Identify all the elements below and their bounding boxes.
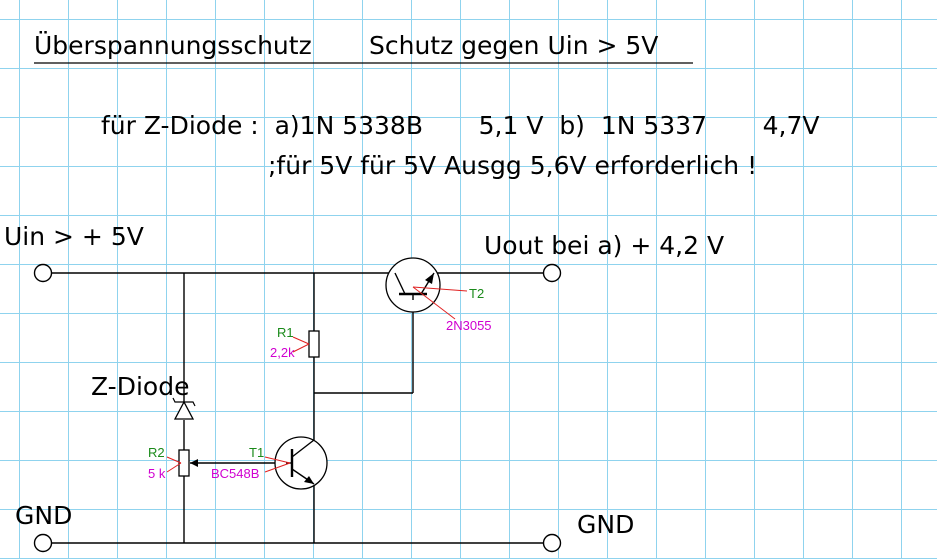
gnd-right-label: GND [577,510,634,539]
uin-label: Uin > + 5V [4,222,144,251]
uout-label: Uout bei a) + 4,2 V [484,231,724,260]
t2-type-pointer [412,286,456,320]
t2-transistor [385,257,441,313]
r1-value: 2,2k [270,345,295,360]
r2-value-pointer [166,462,182,473]
gnd-right-terminal [542,533,562,553]
uout-terminal [542,263,562,283]
t1-name: T1 [249,445,264,460]
t1-name-pointer [264,456,291,464]
t2-name-pointer [412,286,468,292]
r2-name-pointer [166,456,182,464]
r1-value-pointer [292,343,310,353]
r1-name-pointer [292,336,310,345]
t1-transistor [274,436,328,490]
requirement-note: ;für 5V für 5V Ausgg 5,6V erforderlich ! [268,151,757,180]
gnd-left-terminal [33,533,53,553]
t2-type: 2N3055 [446,318,492,333]
r2-potentiometer [178,449,190,477]
page-title: Überspannungsschutz [34,31,312,60]
zdiode-label: Z-Diode [91,372,189,401]
gnd-left-label: GND [15,501,72,530]
r2-value: 5 k [148,466,166,481]
t2-name: T2 [469,286,484,301]
r2-name: R2 [148,445,165,460]
page-subtitle: Schutz gegen Uin > 5V [369,31,658,60]
t1-type: BC548B [211,466,259,481]
r1-resistor [308,330,320,358]
r1-name: R1 [277,325,294,340]
zdiode-note: für Z-Diode : a)1N 5338B 5,1 V b) 1N 533… [101,111,820,140]
zener-diode-symbol [172,397,196,420]
uin-terminal [33,263,53,283]
wires [52,272,543,544]
r2-wiper-arrow [190,459,198,467]
t1-type-pointer [264,462,291,473]
